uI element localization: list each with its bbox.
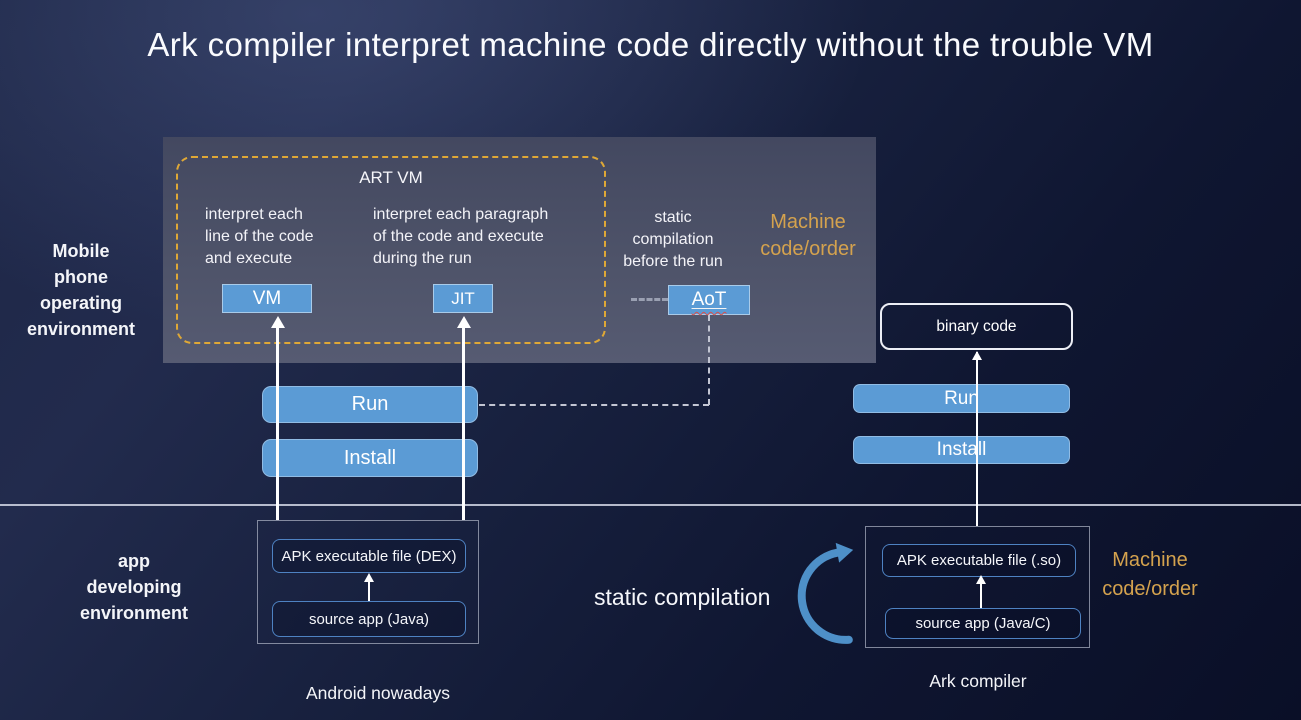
run-button-left: Run <box>262 386 478 423</box>
aot-left-dashes <box>631 298 668 301</box>
environment-divider <box>0 504 1301 506</box>
android-caption: Android nowadays <box>306 683 450 703</box>
static-compilation-curved-arrow-icon <box>797 542 854 644</box>
install-button-right: Install <box>853 436 1070 464</box>
install-button-left: Install <box>262 439 478 477</box>
vm-arrow-up-icon <box>271 316 285 328</box>
dex-arrow-up-icon <box>364 573 374 582</box>
source-java-box: source app (Java) <box>272 601 466 637</box>
jit-arrow-line <box>462 328 465 520</box>
android-stack-box <box>257 520 479 644</box>
aot-label: AoT <box>691 289 727 310</box>
dex-arrow-line <box>368 578 370 601</box>
ark-stack-box <box>865 526 1090 648</box>
jit-chip: JIT <box>433 284 493 313</box>
page-title: Ark compiler interpret machine code dire… <box>147 26 1154 63</box>
so-arrow-up-icon <box>976 575 986 584</box>
vm-arrow-line <box>276 328 279 520</box>
dev-environment-label: app developing environment <box>79 551 189 623</box>
jit-description: interpret each paragraph of the code and… <box>373 206 549 267</box>
binary-arrow-line <box>976 352 978 526</box>
aot-run-dashed-connector-horizontal <box>479 404 709 406</box>
vm-description: interpret each line of the code and exec… <box>205 206 314 267</box>
binary-code-box: binary code <box>880 303 1073 350</box>
static-compilation-label: static compilation <box>594 584 771 610</box>
os-environment-label: Mobile phone operating environment <box>26 241 136 339</box>
apk-so-box: APK executable file (.so) <box>882 544 1076 577</box>
so-arrow-line <box>980 580 982 608</box>
machine-code-label-bottom: Machine code/order <box>1102 549 1198 600</box>
source-javac-box: source app (Java/C) <box>885 608 1081 639</box>
run-button-right: Run <box>853 384 1070 413</box>
aot-run-dashed-connector-vertical <box>708 315 710 405</box>
jit-arrow-up-icon <box>457 316 471 328</box>
vm-chip: VM <box>222 284 312 313</box>
apk-dex-box: APK executable file (DEX) <box>272 539 466 573</box>
art-vm-label: ART VM <box>359 168 423 187</box>
art-vm-dashed-box <box>176 156 606 344</box>
ark-compiler-caption: Ark compiler <box>929 671 1027 691</box>
binary-arrow-up-icon <box>972 351 982 360</box>
aot-description: static compilation before the run <box>623 209 723 270</box>
aot-underline: AoT <box>692 289 727 311</box>
aot-chip: AoT <box>668 285 750 315</box>
machine-code-label-top: Machine code/order <box>760 211 856 260</box>
